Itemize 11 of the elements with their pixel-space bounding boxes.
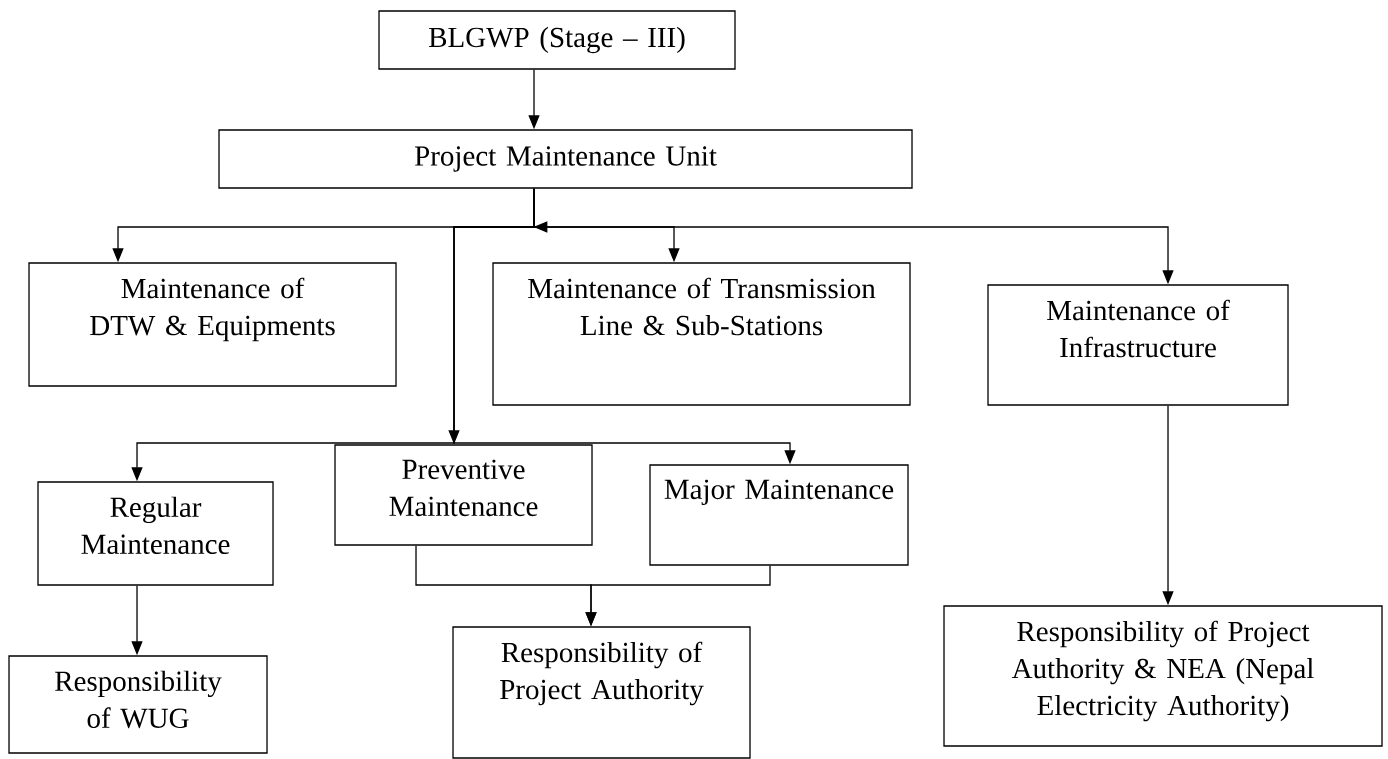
box: Responsibility of Project Authority & NEA (Nepal Electricity Authority) bbox=[943, 605, 1383, 747]
box: Responsibility of Project Authority bbox=[452, 626, 751, 759]
box: Responsibility of WUG bbox=[8, 655, 268, 754]
box: BLGWP (Stage – III) bbox=[378, 10, 736, 70]
box: Regular Maintenance bbox=[37, 481, 274, 586]
box: Maintenance of Infrastructure bbox=[987, 284, 1289, 406]
box: Preventive Maintenance bbox=[334, 444, 593, 546]
box: Maintenance of Transmission Line & Sub-Stations bbox=[492, 262, 911, 406]
box: Project Maintenance Unit bbox=[218, 129, 913, 189]
box: Maintenance of DTW & Equipments bbox=[28, 262, 397, 387]
box: Major Maintenance bbox=[649, 464, 909, 566]
